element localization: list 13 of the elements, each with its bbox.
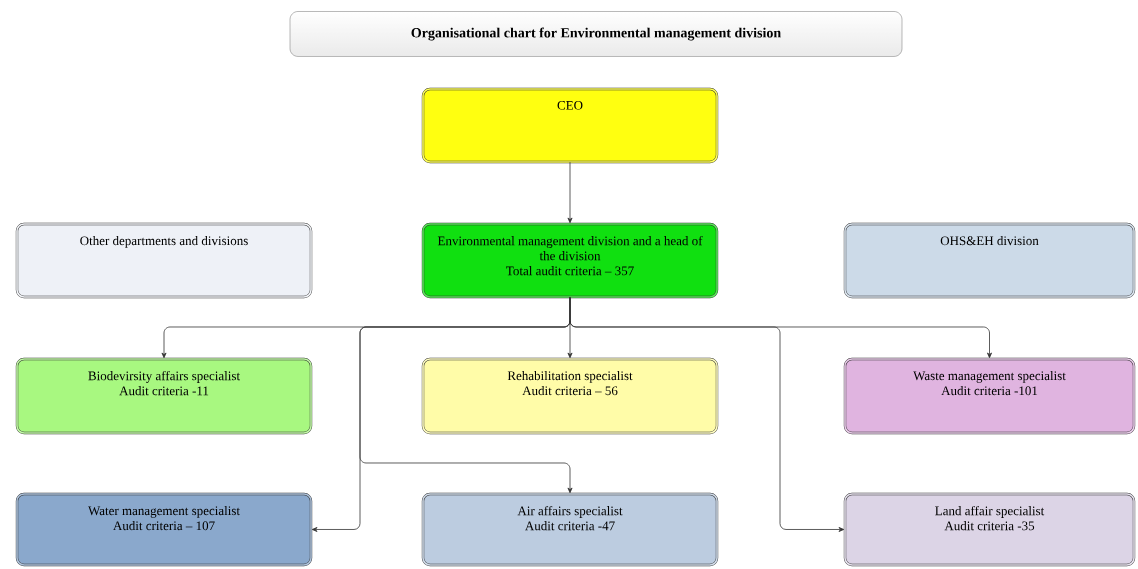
org-box: Rehabilitation specialist Audit criteria – 56 [421, 357, 719, 435]
title-box: Organisational chart for Environmental management division [289, 11, 903, 57]
arrow [569, 296, 845, 532]
org-box: Land affair specialist Audit criteria -35 [843, 492, 1136, 567]
org-box: CEO [421, 87, 719, 164]
org-box: Air affairs specialist Audit criteria -47 [421, 492, 719, 567]
org-box: Waste management specialist Audit criteria -101 [843, 357, 1136, 435]
org-box: Environmental management division and a head of the division Total audit criteria – 357 [421, 222, 719, 299]
org-box: OHS&EH division [843, 222, 1136, 299]
org-box: Water management specialist Audit criteria – 107 [15, 492, 313, 567]
arrow [567, 161, 573, 224]
org-box: Biodevirsity affairs specialist Audit criteria -11 [15, 357, 313, 435]
org-box: Other departments and divisions [15, 222, 313, 299]
